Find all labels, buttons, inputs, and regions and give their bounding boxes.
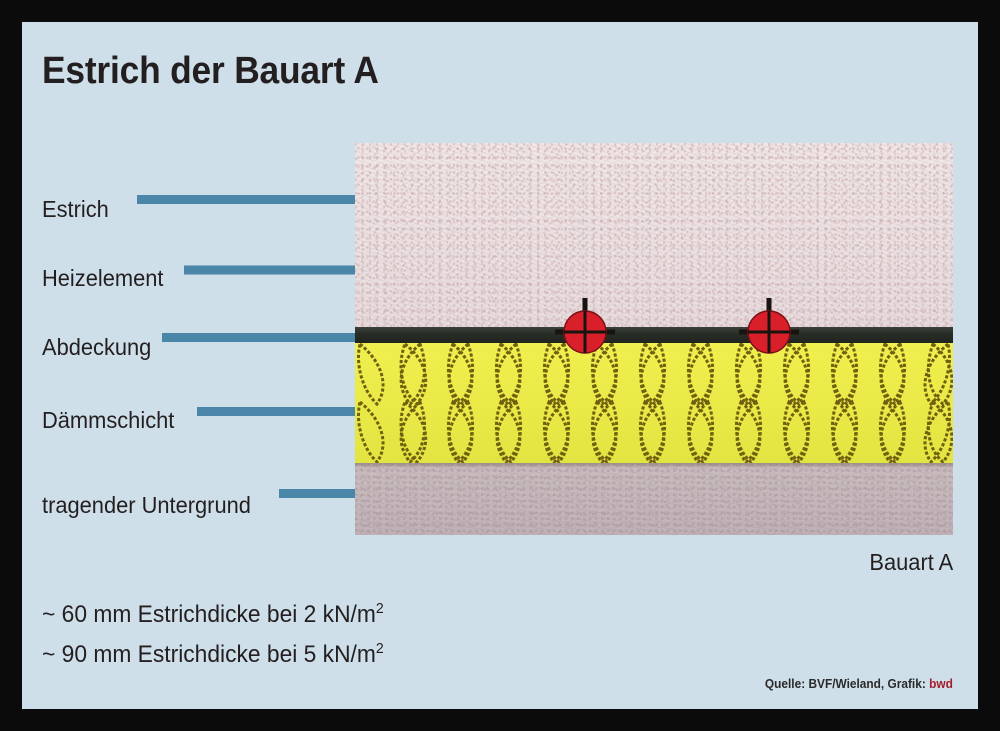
illustration-layer-daemmschicht xyxy=(355,343,953,463)
note-2-superscript: 2 xyxy=(375,641,384,657)
label-tragender-untergrund: tragender Untergrund xyxy=(42,492,251,518)
thickness-notes: ~ 60 mm Estrichdicke bei 2 kN/m2 ~ 90 mm… xyxy=(42,592,402,672)
label-estrich: Estrich xyxy=(42,196,109,222)
source-text: Quelle: BVF/Wieland, Grafik: xyxy=(765,677,930,691)
leader-line-abdeckung xyxy=(162,333,490,342)
label-abdeckung: Abdeckung xyxy=(42,334,152,360)
illustration-layer-estrich xyxy=(355,143,953,327)
insulation-fiber-pattern xyxy=(357,343,953,463)
floor-construction-illustration xyxy=(355,143,953,535)
leader-line-estrich xyxy=(137,195,459,204)
source-brand-bwd: bwd xyxy=(929,677,953,691)
label-heizelement: Heizelement xyxy=(42,265,164,291)
source-credit: Quelle: BVF/Wieland, Grafik: bwd xyxy=(765,677,953,691)
page-title: Estrich der Bauart A xyxy=(42,50,379,92)
label-daemmschicht: Dämmschicht xyxy=(42,407,175,433)
note-1-text: ~ 60 mm Estrichdicke bei 2 kN/m xyxy=(42,601,376,628)
note-1-superscript: 2 xyxy=(375,601,384,617)
note-line-2: ~ 90 mm Estrichdicke bei 5 kN/m2 xyxy=(42,632,384,672)
note-line-1: ~ 60 mm Estrichdicke bei 2 kN/m2 xyxy=(42,592,384,632)
infographic-panel: Estrich der Bauart A Estrich Heizelement… xyxy=(22,22,978,709)
illustration-layer-abdeckung xyxy=(355,327,953,343)
illustration-caption: Bauart A xyxy=(869,549,953,575)
note-2-text: ~ 90 mm Estrichdicke bei 5 kN/m xyxy=(42,641,376,668)
illustration-layer-untergrund xyxy=(355,463,953,535)
